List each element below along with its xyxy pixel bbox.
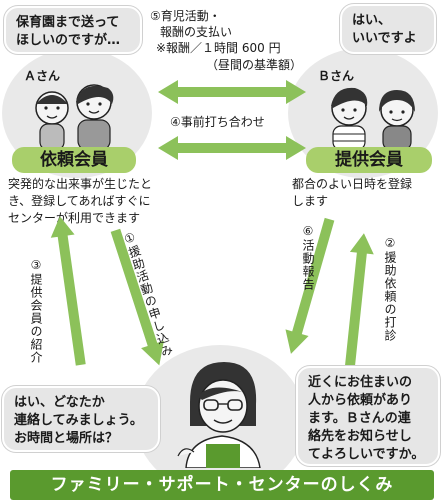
a-member-name: Ａさん: [24, 69, 61, 83]
b-member-name: Ｂさん: [318, 69, 355, 83]
diagonal-arrows: [50, 216, 374, 374]
step3-label: ③提供会員の紹介: [29, 258, 43, 364]
diagram-title-banner: ファミリー・サポート・センターのしくみ: [10, 470, 434, 500]
requester-member-label: 依頼会員: [12, 147, 136, 173]
center-staff-illustration: [177, 362, 261, 468]
requester-family-illustration: [35, 84, 114, 150]
step5-line2: 報酬の支払い: [160, 25, 233, 39]
step5-fee-note: ※報酬／１時間 600 円: [156, 41, 281, 55]
step6-label: ⑥活動報告: [301, 224, 315, 291]
step5-fee-basis: （昼間の基準額）: [206, 58, 303, 72]
double-arrow-step4: [158, 136, 306, 160]
speech-bubble-b-member: はい、 いいですよ: [340, 4, 436, 54]
provider-note: 都合のよい日時を登録 します: [292, 177, 413, 208]
step5-title: ⑤育児活動・: [150, 9, 221, 23]
speech-bubble-a-member: 保育園まで送って ほしいのですが…: [4, 6, 142, 54]
provider-family-illustration: [331, 87, 415, 150]
requester-note: 突発的な出来事が生じたと き、登録してあればすぐに センターが利用できます: [8, 177, 153, 225]
provider-member-label: 提供会員: [306, 147, 432, 173]
step4-label: ④事前打ち合わせ: [170, 115, 265, 129]
speech-bubble-center-right: 近くにお住まいの 人から依頼があり ます。Ｂさんの連 絡先をお知らせし てよろし…: [296, 366, 440, 466]
double-arrow-step5: [158, 80, 306, 104]
speech-bubble-center-left: はい、どなたか 連絡してみましょう。 お時間と場所は？: [2, 386, 160, 452]
step2-label: ②援助依頼の打診: [383, 236, 397, 342]
